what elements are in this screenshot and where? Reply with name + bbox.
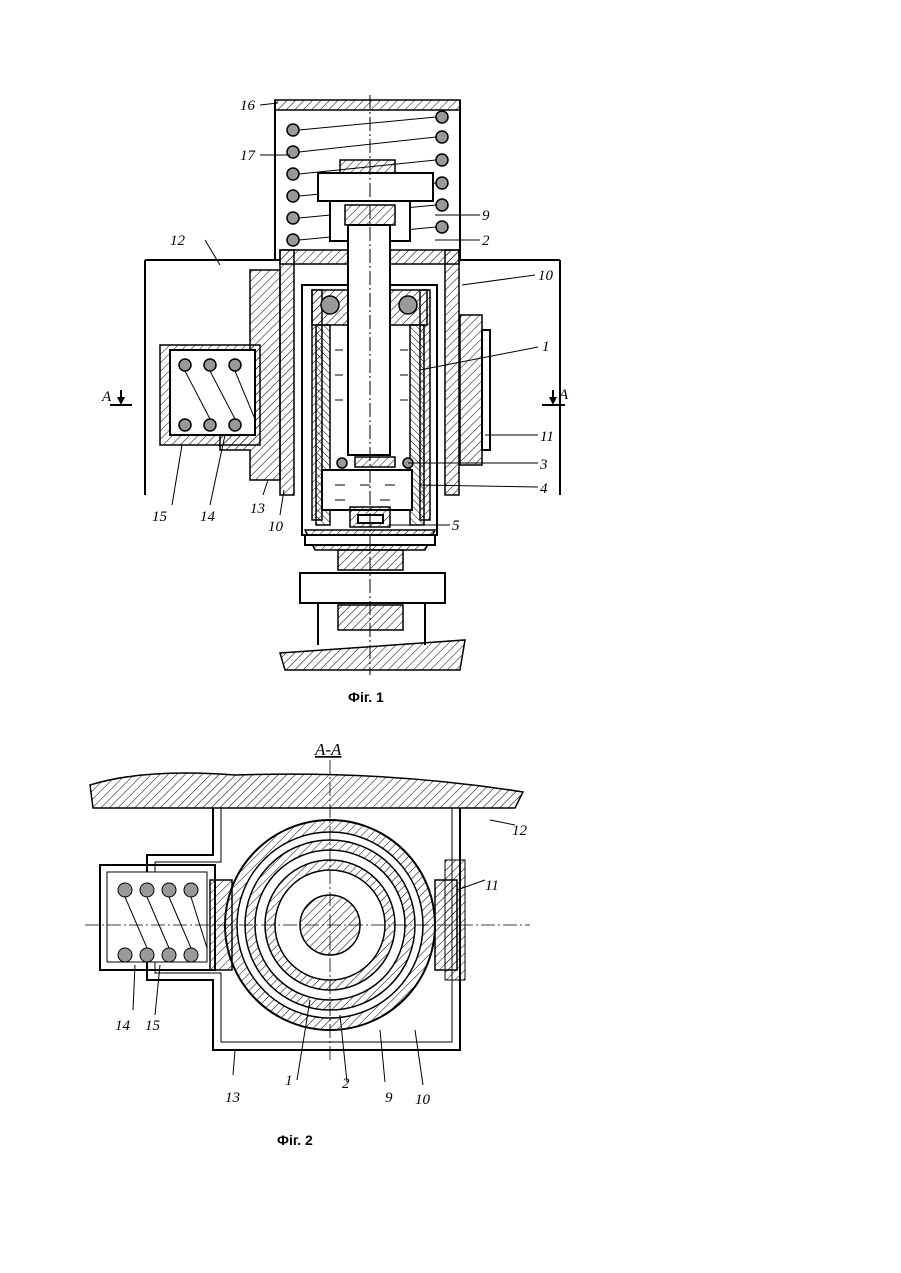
label-1: 1 [542, 339, 550, 355]
label-15: 15 [145, 1018, 161, 1034]
label-4: 4 [540, 481, 548, 497]
figure-2-drawing: A-A 12 11 14 15 13 1 2 9 10 Фіг. 2 [85, 730, 540, 1160]
label-1: 1 [285, 1073, 293, 1089]
label-16: 16 [240, 98, 256, 114]
figure-2: A-A 12 11 14 15 13 1 2 9 10 Фіг. 2 [85, 730, 540, 1160]
label-12: 12 [170, 233, 186, 249]
label-12: 12 [512, 823, 528, 839]
label-2: 2 [482, 233, 490, 249]
label-3: 3 [539, 457, 548, 473]
section-marker-left-label: A [101, 389, 112, 405]
slider-11 [460, 315, 490, 465]
label-15: 15 [152, 509, 168, 525]
label-9: 9 [482, 208, 490, 224]
section-marker-right-label: A [558, 387, 569, 403]
label-2: 2 [342, 1076, 350, 1092]
label-13: 13 [250, 501, 265, 517]
figure-1-caption: Фіг. 1 [348, 689, 384, 705]
label-11: 11 [485, 878, 499, 894]
label-10-bottom: 10 [268, 519, 284, 535]
section-marker-right: A [542, 387, 569, 405]
section-title: A-A [314, 740, 342, 759]
label-9: 9 [385, 1090, 393, 1106]
label-14: 14 [115, 1018, 131, 1034]
figure-1: A A 16 17 9 2 12 10 1 11 3 4 5 15 14 13 … [90, 85, 590, 715]
section-marker-left: A [101, 389, 132, 405]
label-10-right: 10 [538, 268, 554, 284]
label-11: 11 [540, 429, 554, 445]
side-spring-housing [160, 270, 280, 480]
label-14: 14 [200, 509, 216, 525]
label-13: 13 [225, 1090, 240, 1106]
figure-2-caption: Фіг. 2 [277, 1132, 313, 1148]
label-10: 10 [415, 1092, 431, 1108]
lower-clevis [280, 550, 465, 670]
figure-1-drawing: A A 16 17 9 2 12 10 1 11 3 4 5 15 14 13 … [90, 85, 590, 715]
label-5: 5 [452, 518, 460, 534]
label-17: 17 [240, 148, 257, 164]
plate-12 [90, 773, 523, 808]
